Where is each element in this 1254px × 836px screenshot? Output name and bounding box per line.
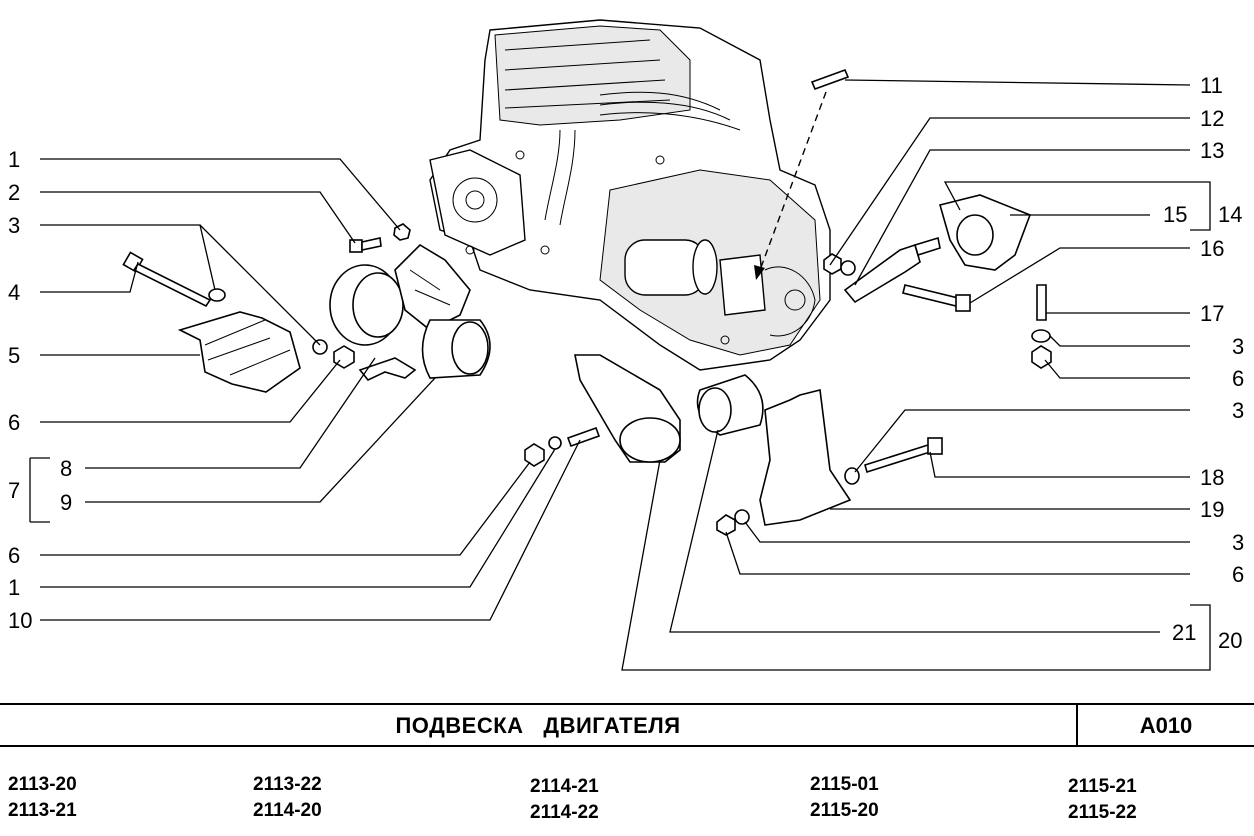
washer-a (208, 288, 226, 302)
arrow-head (754, 265, 765, 280)
clip-plate (358, 357, 417, 381)
assembly-arrow (759, 91, 827, 271)
label-17: 17 (1200, 301, 1224, 326)
link-arm (843, 243, 921, 304)
leader-lines (29, 79, 1211, 671)
label-3-right-a: 3 (1232, 334, 1244, 359)
model-number: 2115-01 (810, 774, 879, 795)
bolt-long-left (122, 251, 212, 308)
label-16: 16 (1200, 236, 1224, 261)
model-number: 2114-22 (530, 802, 599, 823)
label-5: 5 (8, 343, 20, 368)
stud-a (566, 426, 601, 448)
label-9: 9 (60, 490, 72, 515)
bolt-right-upper (902, 284, 971, 312)
label-1-lower: 1 (8, 575, 20, 600)
washer-f (1031, 329, 1051, 343)
label-6-right-b: 6 (1232, 562, 1244, 587)
title-bar: ПОДВЕСКА ДВИГАТЕЛЯ A010 (0, 703, 1254, 747)
engine-assembly (429, 19, 831, 371)
title-divider (1076, 705, 1078, 745)
washer-e (734, 509, 750, 525)
label-8: 8 (60, 456, 72, 481)
stud-top (810, 68, 850, 91)
mount-left (329, 243, 471, 346)
model-number: 2113-22 (253, 774, 322, 795)
bracket-left (177, 311, 301, 393)
label-1-top: 1 (8, 147, 20, 172)
cushion-rear (696, 374, 764, 436)
label-20: 20 (1218, 628, 1242, 653)
model-number: 2113-21 (8, 800, 77, 821)
nut-c (524, 443, 545, 467)
diagram-title: ПОДВЕСКА ДВИГАТЕЛЯ (395, 713, 681, 738)
label-10: 10 (8, 608, 32, 633)
label-18: 18 (1200, 465, 1224, 490)
model-number: 2115-21 (1068, 776, 1137, 797)
label-6-right-a: 6 (1232, 366, 1244, 391)
label-14: 14 (1218, 202, 1242, 227)
model-number: 2115-22 (1068, 802, 1137, 823)
bracket-rear (574, 354, 681, 463)
label-6-left: 6 (8, 410, 20, 435)
label-19: 19 (1200, 497, 1224, 522)
model-number: 2113-20 (8, 774, 77, 795)
engine-mount-diagram: 1 2 3 4 5 6 7 8 9 6 1 10 11 12 13 14 15 … (8, 19, 1244, 671)
washer-b (312, 339, 328, 355)
label-3-right-b: 3 (1232, 398, 1244, 423)
label-7: 7 (8, 478, 20, 503)
cushion-pad-left (421, 319, 491, 379)
label-13: 13 (1200, 138, 1224, 163)
diagram-code: A010 (1139, 713, 1193, 738)
bracket-right-lower (759, 389, 852, 526)
model-number: 2115-20 (810, 800, 879, 821)
washer-c (548, 436, 562, 450)
label-21: 21 (1172, 620, 1196, 645)
label-3-right-c: 3 (1232, 530, 1244, 555)
label-6-lower-left: 6 (8, 543, 20, 568)
label-2: 2 (8, 180, 20, 205)
model-number: 2114-20 (253, 800, 322, 821)
nut-d (716, 514, 736, 536)
mount-right-upper (939, 194, 1032, 271)
label-11: 11 (1200, 73, 1223, 98)
nut-b (333, 345, 355, 369)
callout-labels: 1 2 3 4 5 6 7 8 9 6 1 10 11 12 13 14 15 … (8, 73, 1244, 653)
bolt-small (349, 237, 382, 253)
label-12: 12 (1200, 106, 1224, 131)
bolt-right (864, 437, 943, 474)
label-3-left: 3 (8, 213, 20, 238)
label-4: 4 (8, 280, 20, 305)
stud-right (1036, 284, 1047, 321)
model-number: 2114-21 (530, 776, 599, 797)
label-15: 15 (1163, 202, 1187, 227)
